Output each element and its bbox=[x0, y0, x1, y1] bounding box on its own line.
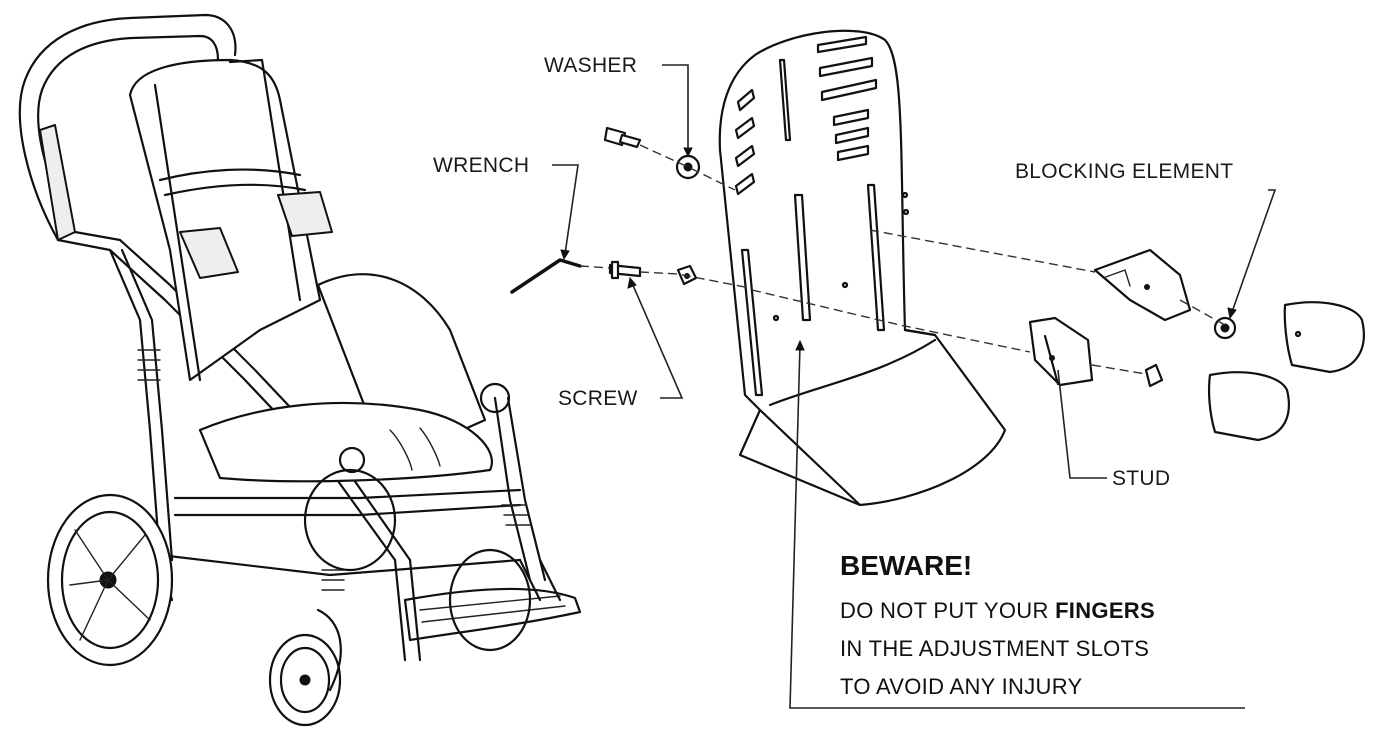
stud-bracket-icon bbox=[1028, 316, 1094, 387]
alignment-lines bbox=[579, 144, 1226, 375]
pad-upper-icon bbox=[1283, 301, 1365, 374]
label-washer: WASHER bbox=[544, 54, 637, 77]
stroller-illustration bbox=[18, 13, 582, 727]
warning-line-1: DO NOT PUT YOUR FINGERS bbox=[840, 598, 1155, 623]
label-stud: STUD bbox=[1112, 467, 1170, 490]
leader-lines bbox=[552, 64, 1277, 709]
warning-line-1-text: DO NOT PUT YOUR bbox=[840, 598, 1055, 623]
warning-line-2: IN THE ADJUSTMENT SLOTS bbox=[840, 636, 1149, 661]
label-blocking-element: BLOCKING ELEMENT bbox=[1015, 160, 1233, 183]
blocking-element-icon bbox=[1093, 248, 1192, 322]
pad-lower-icon bbox=[1207, 371, 1290, 442]
label-wrench: WRENCH bbox=[433, 154, 529, 177]
label-screw: SCREW bbox=[558, 387, 638, 410]
warning-line-3: TO AVOID ANY INJURY bbox=[840, 674, 1083, 699]
warning-line-1-bold: FINGERS bbox=[1055, 598, 1155, 623]
hardware-parts bbox=[510, 126, 1365, 442]
warning-notice: BEWARE! DO NOT PUT YOUR FINGERS IN THE A… bbox=[840, 550, 1155, 699]
wrench-icon bbox=[510, 258, 582, 294]
warning-title: BEWARE! bbox=[840, 550, 972, 581]
seat-shell bbox=[718, 29, 1007, 507]
stud-icon bbox=[1144, 363, 1164, 388]
